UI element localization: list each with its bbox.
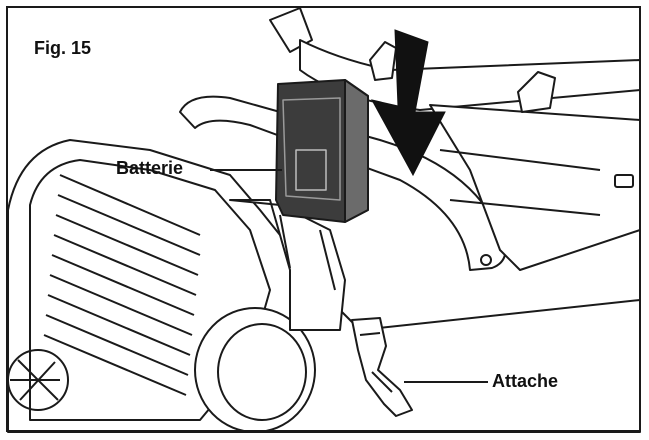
round-port [194,307,316,433]
battery-pack [275,79,369,223]
battery-label: Batterie [116,158,184,178]
figure-title: Fig. 15 [34,38,92,58]
clip-label: Attache [492,371,559,391]
latch-clip [351,317,413,417]
down-arrow-icon [371,29,446,177]
leader-lines [210,169,488,383]
fan-grille [7,349,69,411]
vent-louvers [43,174,201,396]
hinge-posts [369,41,556,113]
